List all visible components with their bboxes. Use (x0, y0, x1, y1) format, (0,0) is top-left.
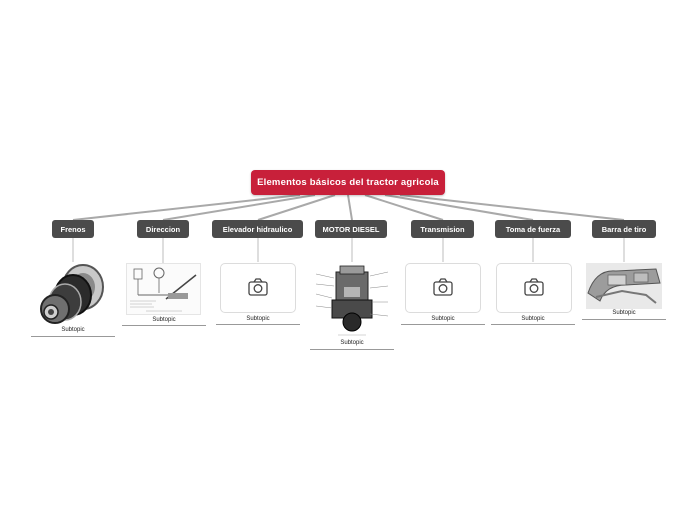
camera-icon (524, 278, 544, 296)
topic-barra-de-tiro[interactable]: Barra de tiro (592, 220, 656, 238)
subtopic-underline (582, 319, 666, 320)
subtopic-elevador[interactable]: Subtopic (246, 316, 270, 322)
image-placeholder-elevador[interactable] (220, 263, 296, 313)
subtopic-transmision[interactable]: Subtopic (431, 316, 455, 322)
subtopic-direccion[interactable]: Subtopic (152, 317, 176, 323)
connector-direccion (162, 194, 316, 221)
steering-diagram-image[interactable] (126, 263, 201, 315)
subtopic-motor-diesel[interactable]: Subtopic (340, 340, 364, 346)
connector-barra (399, 194, 625, 221)
topic-elevador-hidraulico[interactable]: Elevador hidraulico (212, 220, 303, 238)
root-topic[interactable]: Elementos básicos del tractor agricola (251, 170, 445, 195)
brake-disc-image[interactable] (33, 262, 113, 324)
image-placeholder-toma-de-fuerza[interactable] (496, 263, 572, 313)
topic-transmision[interactable]: Transmision (411, 220, 474, 238)
connector-motor (347, 194, 353, 221)
topic-motor-diesel[interactable]: MOTOR DIESEL (315, 220, 387, 238)
topic-frenos[interactable]: Frenos (52, 220, 94, 238)
subtopic-underline (310, 349, 394, 350)
camera-icon (433, 278, 453, 296)
subtopic-underline (401, 324, 485, 325)
topic-direccion[interactable]: Direccion (137, 220, 189, 238)
image-placeholder-transmision[interactable] (405, 263, 481, 313)
subtopic-underline (122, 325, 206, 326)
subtopic-underline (216, 324, 300, 325)
connector-transmision (364, 194, 444, 221)
topic-toma-de-fuerza[interactable]: Toma de fuerza (495, 220, 571, 238)
diesel-engine-diagram-image[interactable] (314, 262, 390, 340)
connector-elevador (257, 194, 336, 221)
subtopic-underline (31, 336, 115, 337)
subtopic-frenos[interactable]: Subtopic (61, 327, 85, 333)
connector-toma (384, 194, 534, 221)
subtopic-underline (491, 324, 575, 325)
subtopic-toma-de-fuerza[interactable]: Subtopic (521, 316, 545, 322)
subtopic-barra-de-tiro[interactable]: Subtopic (612, 310, 636, 316)
drawbar-image[interactable] (586, 263, 662, 309)
camera-icon (248, 278, 268, 296)
connector-frenos (72, 194, 301, 221)
